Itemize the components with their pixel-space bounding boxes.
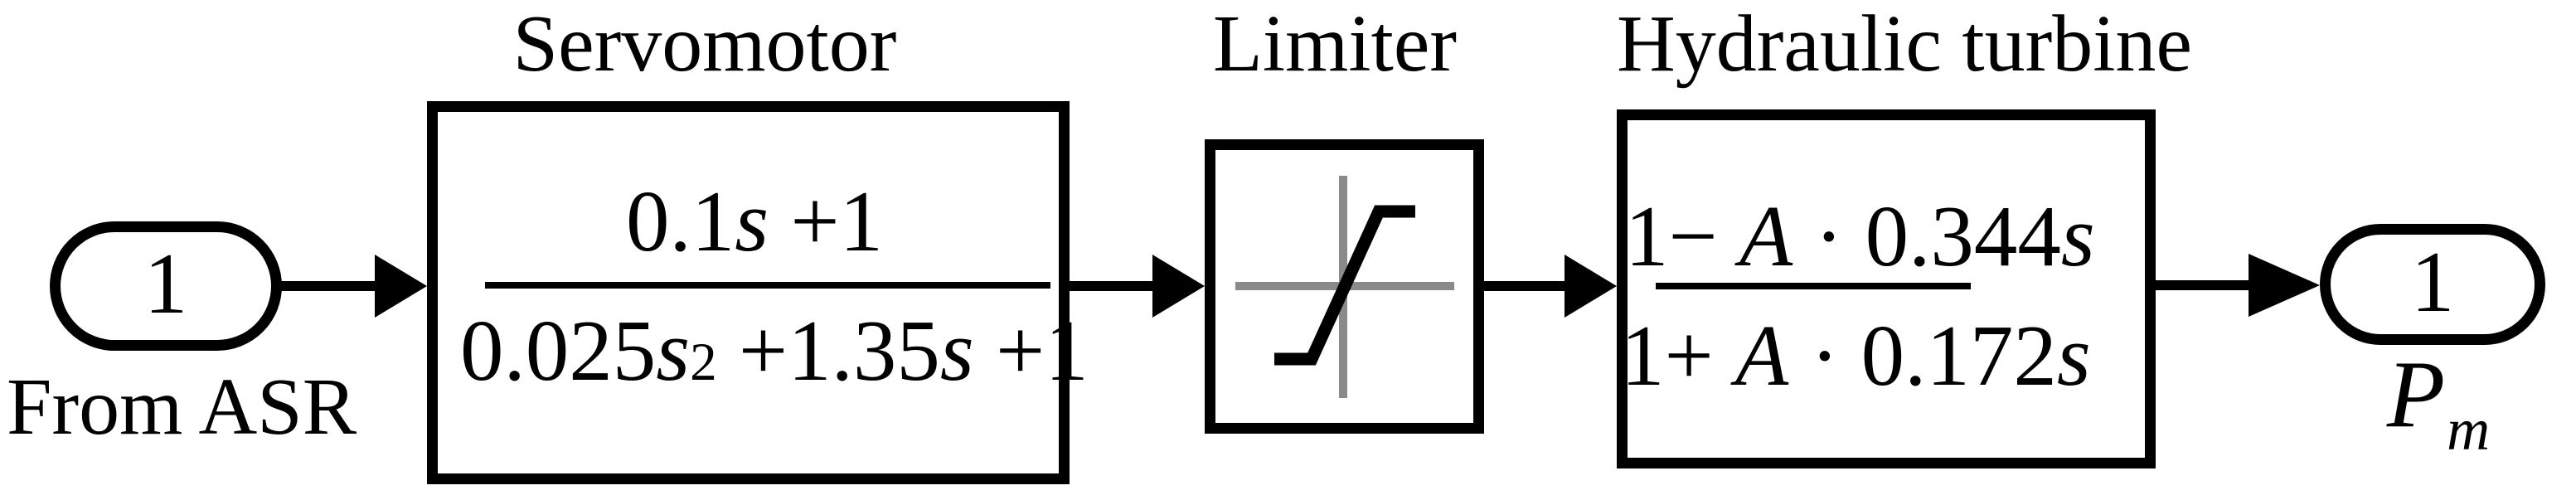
arrowhead-turbine-to-output bbox=[2249, 254, 2320, 317]
servomotor-tf-fraction-line bbox=[485, 282, 1050, 289]
arrowhead-limiter-to-turbine bbox=[1565, 255, 1617, 318]
input-port-label: From ASR bbox=[7, 362, 357, 452]
wire-input-to-servomotor bbox=[279, 281, 380, 291]
limiter-block bbox=[1205, 139, 1484, 434]
wire-servomotor-to-limiter bbox=[1068, 281, 1156, 291]
limiter-title: Limiter bbox=[1213, 0, 1457, 89]
input-port-oval: 1 bbox=[50, 221, 282, 351]
turbine-title: Hydraulic turbine bbox=[1617, 0, 2192, 89]
output-label-symbol: P bbox=[2386, 342, 2446, 447]
output-port-number: 1 bbox=[2410, 232, 2455, 330]
servomotor-title: Servomotor bbox=[512, 0, 897, 89]
servomotor-tf-numerator: 0.1s +1 bbox=[625, 172, 884, 269]
output-label-subscript: m bbox=[2447, 396, 2491, 463]
turbine-tf-numerator: 1− A · 0.344s bbox=[1625, 187, 2095, 284]
arrowhead-input-to-servomotor bbox=[375, 255, 427, 318]
servomotor-block bbox=[427, 101, 1070, 484]
servomotor-tf-denominator: 0.025s2 +1.35s +1 bbox=[460, 302, 1089, 399]
wire-limiter-to-turbine bbox=[1482, 281, 1569, 291]
saturation-icon bbox=[1235, 176, 1454, 398]
output-port-label: Pm bbox=[2338, 347, 2537, 459]
turbine-tf-fraction-line bbox=[1656, 283, 1971, 289]
turbine-tf-denominator: 1+ A · 0.172s bbox=[1621, 307, 2091, 404]
wire-turbine-to-output bbox=[2154, 280, 2255, 290]
arrowhead-servomotor-to-limiter bbox=[1152, 255, 1205, 318]
output-port-oval: 1 bbox=[2320, 224, 2545, 345]
input-port-number: 1 bbox=[143, 234, 188, 332]
